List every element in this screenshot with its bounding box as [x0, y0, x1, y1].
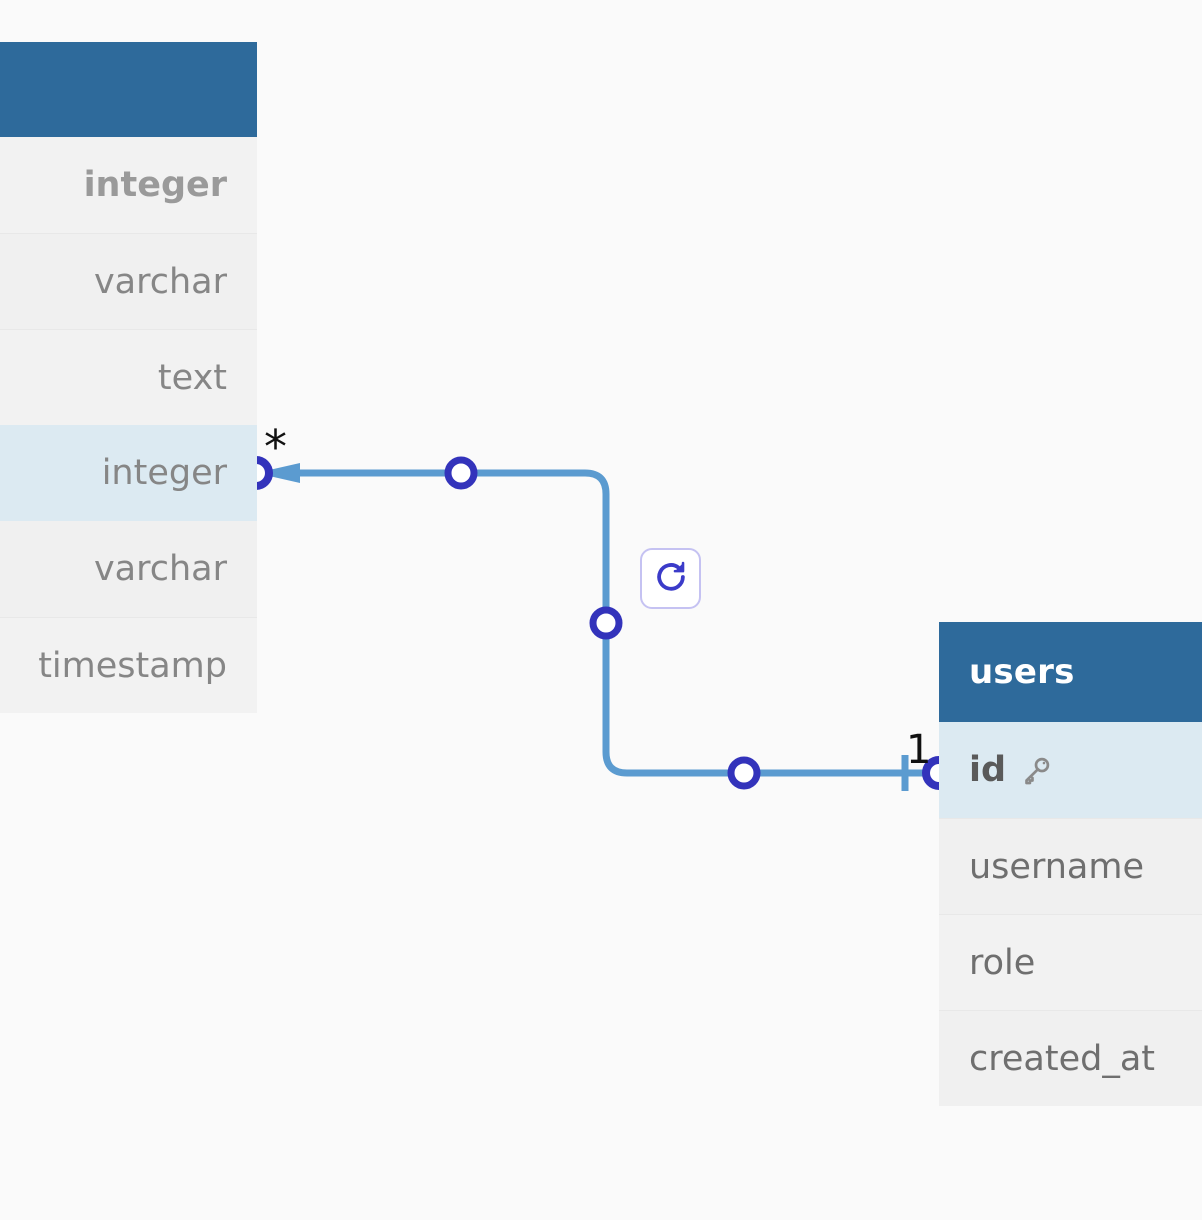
row-label: username [969, 846, 1144, 887]
table-row[interactable]: timestamp [0, 617, 257, 713]
table-row-id[interactable]: id [939, 722, 1202, 818]
row-label: role [969, 942, 1036, 983]
entity-rows-source: integer varchar text integer varchar tim… [0, 137, 257, 713]
entity-table-source[interactable]: integer varchar text integer varchar tim… [0, 42, 257, 713]
cardinality-label-target: 1 [906, 727, 932, 773]
entity-header-users[interactable]: users [939, 622, 1202, 722]
table-row[interactable]: integer [0, 137, 257, 233]
entity-header-source[interactable] [0, 42, 257, 137]
relationship-path [252, 469, 943, 777]
row-label: integer [101, 453, 227, 493]
row-label: created_at [969, 1038, 1155, 1079]
refresh-button[interactable] [640, 548, 701, 609]
entity-rows-users: id username role created_at [939, 722, 1202, 1106]
row-label: text [157, 357, 227, 398]
connector-waypoint-handle[interactable] [444, 456, 478, 490]
table-row[interactable]: created_at [939, 1010, 1202, 1106]
row-label: integer [83, 165, 227, 205]
table-row[interactable]: username [939, 818, 1202, 914]
row-label: timestamp [38, 645, 227, 686]
row-label: varchar [93, 261, 227, 302]
entity-table-users[interactable]: users id username role created_at [939, 622, 1202, 1106]
table-row[interactable]: text [0, 329, 257, 425]
table-row-selected[interactable]: integer [0, 425, 257, 521]
table-row[interactable]: role [939, 914, 1202, 1010]
key-icon [1020, 753, 1054, 787]
connector-waypoint-handle[interactable] [727, 756, 761, 790]
table-row[interactable]: varchar [0, 521, 257, 617]
cardinality-label-source: * [264, 420, 287, 474]
row-label: id [969, 750, 1007, 790]
refresh-icon [652, 558, 690, 600]
table-row[interactable]: varchar [0, 233, 257, 329]
connector-waypoint-handle[interactable] [589, 606, 623, 640]
row-label: varchar [93, 549, 227, 589]
